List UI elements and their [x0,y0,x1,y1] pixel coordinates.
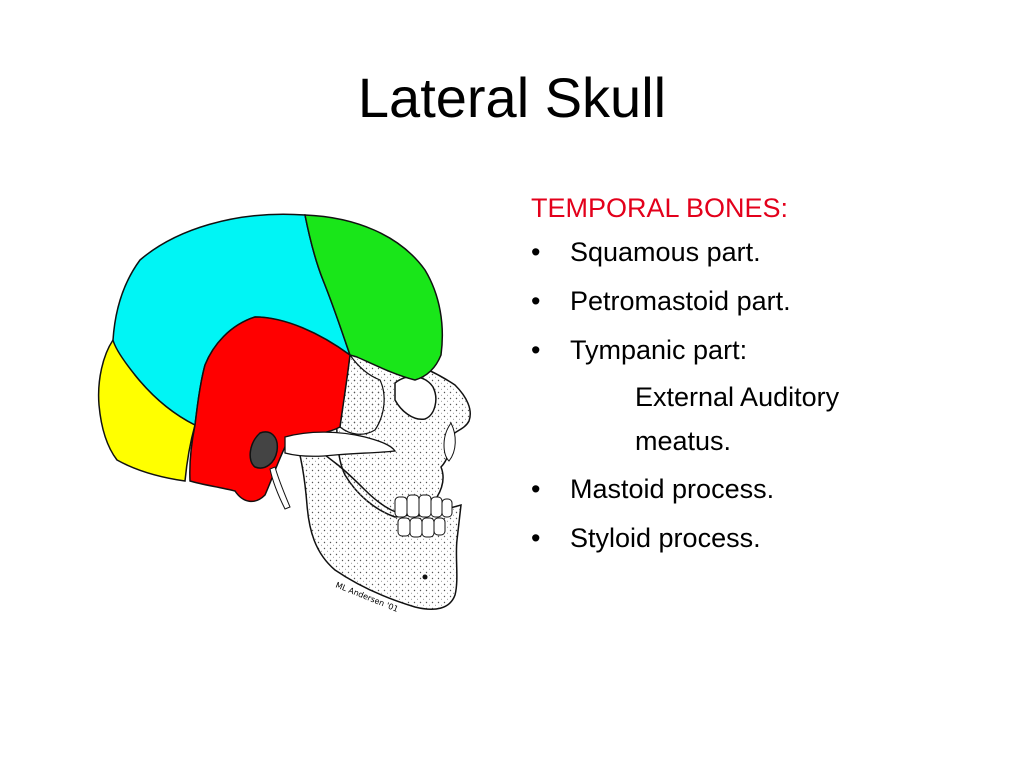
sub-list-item: External Auditory meatus. [635,382,840,456]
list-item: • Petromastoid part. [531,279,951,328]
list-item-text: Petromastoid part. [570,286,791,316]
bullet-glyph: • [531,523,541,553]
notes-heading: TEMPORAL BONES: [531,193,789,223]
bullet-glyph: • [531,335,541,365]
teeth [394,494,453,538]
slide-title: Lateral Skull [357,66,667,129]
temporal-bone [189,316,351,503]
list-item-text: Tympanic part: [570,335,748,365]
temporal-bones-notes: TEMPORAL BONES: • Squamous part. • Petro… [531,186,951,565]
bullet-glyph: • [531,474,541,504]
list-item: • Squamous part. [531,230,951,279]
list-item-text: Squamous part. [570,237,761,267]
mandible [293,435,462,610]
styloid-process [269,466,291,510]
mental-foramen [422,574,428,580]
list-item: • Mastoid process. [531,467,951,516]
list-item: • Tympanic part: [531,328,951,377]
list-item: • Styloid process. [531,516,951,565]
bullet-glyph: • [531,237,541,267]
skull-illustration: ML Andersen '01 [97,213,471,614]
zygomatic-arch [284,431,397,457]
external-auditory-meatus [249,431,279,469]
list-item-text: Styloid process. [570,523,761,553]
frontal-bone [304,214,444,381]
nasal-cavity [443,422,456,462]
list-item-text: Mastoid process. [570,474,775,504]
bullet-glyph: • [531,286,541,316]
